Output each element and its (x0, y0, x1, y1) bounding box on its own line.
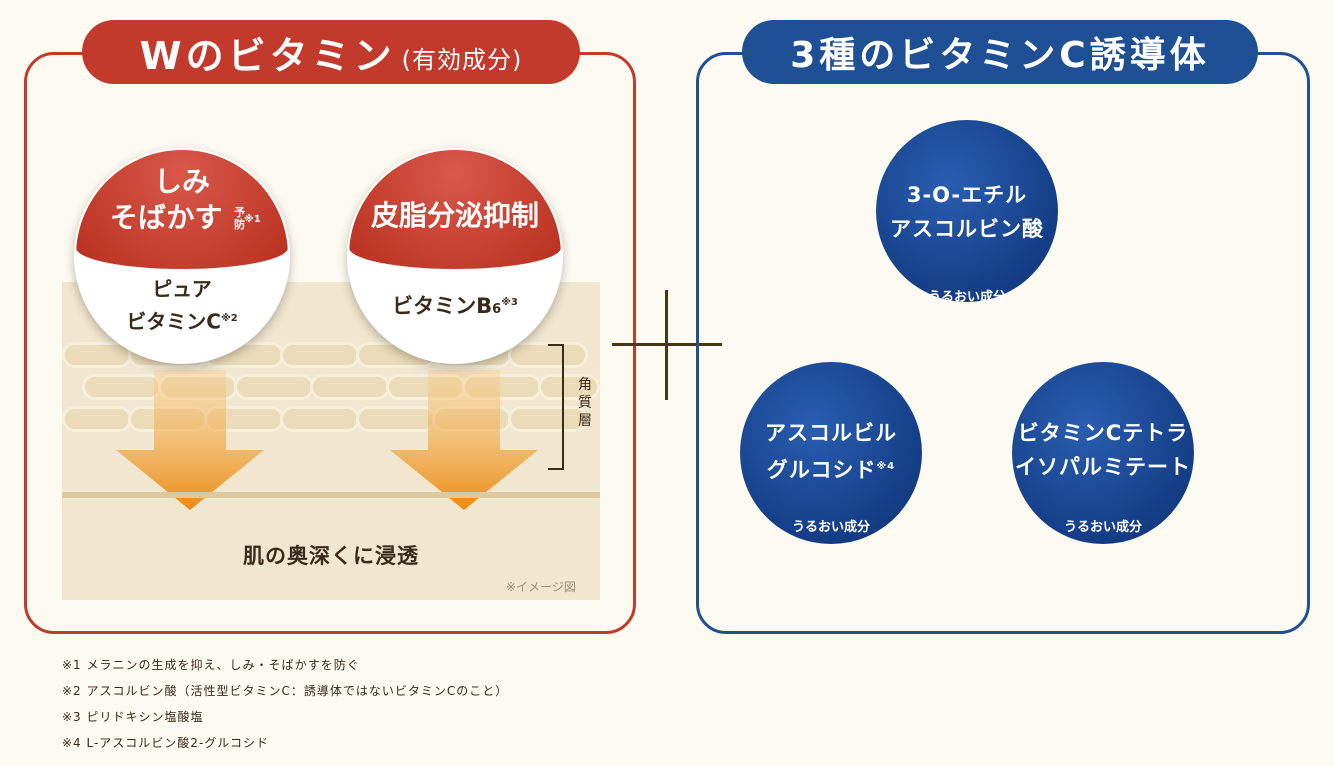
penetration-arrow-right (390, 370, 538, 510)
derivative-2-tag: うるおい成分 (791, 520, 870, 535)
penetration-arrow-left (116, 370, 264, 510)
vitamin-c-derivatives-title: 3種のビタミンC誘導体 (742, 20, 1258, 84)
penetrate-caption: 肌の奥深くに浸透 (243, 544, 419, 568)
skin-boundary-line (62, 492, 600, 498)
footnote-2: ※2 アスコルビン酸（活性型ビタミンC：誘導体ではないビタミンCのこと） (62, 684, 509, 698)
circle1-top-line2: そばかす (109, 201, 223, 234)
plus-sign-vertical (665, 290, 668, 400)
circle1-bottom-line1: ピュア (152, 277, 212, 301)
vitamin-w-title-sub: (有効成分) (401, 45, 523, 74)
vitamin-w-title-main: Wのビタミン (139, 33, 396, 78)
footnote-3: ※3 ピリドキシン塩酸塩 (62, 710, 204, 724)
circle1-top-line1: しみ (153, 165, 210, 198)
horny-layer-label: 角質層 (578, 377, 592, 429)
footnote-1: ※1 メラニンの生成を抑え、しみ・そばかすを防ぐ (62, 658, 360, 672)
horny-layer-bracket (548, 344, 564, 470)
derivative-2-line2: グルコシド (766, 458, 877, 482)
circle2-bottom-sub: 6 (492, 302, 502, 317)
derivative-circle-tetraisopalmitate: ビタミンCテトラ イソパルミテート うるおい成分 (1012, 362, 1194, 544)
circle2-bottom: ビタミンB (392, 294, 493, 318)
circle1-bottom-mark: ※2 (221, 313, 238, 324)
derivative-3-line1: ビタミンCテトラ (1017, 421, 1189, 445)
footnote-4: ※4 L-アスコルビン酸2-グルコシド (62, 736, 270, 750)
derivative-3-line2: イソパルミテート (1015, 455, 1191, 479)
circle-top-band (349, 150, 561, 269)
derivative-1-tag: うるおい成分 (927, 290, 1006, 305)
circle1-bottom-line2: ビタミンC (126, 309, 221, 334)
image-note: ※イメージ図 (506, 580, 576, 594)
derivative-3-tag: うるおい成分 (1063, 520, 1142, 535)
vitamin-w-title: Wのビタミン (有効成分) (82, 20, 580, 84)
circle-top-band (76, 150, 288, 269)
derivative-2-line1: アスコルビル (765, 421, 897, 445)
derivative-1-line1: 3-O-エチル (906, 183, 1028, 207)
spots-freckles-circle: しみ そばかす 予防 ※1 ピュア ビタミンC※2 (74, 148, 290, 364)
derivative-2-mark: ※4 (876, 461, 896, 472)
circle2-bottom-mark: ※3 (501, 297, 518, 308)
circle1-top-note: 予防 (234, 206, 246, 231)
derivative-circle-glucoside: アスコルビル グルコシド※4 うるおい成分 (740, 362, 922, 544)
circle2-top: 皮脂分泌抑制 (370, 199, 539, 232)
sebum-control-circle: 皮脂分泌抑制 ビタミンB6※3 (347, 148, 563, 364)
derivative-circle-ethyl: 3-O-エチル アスコルビン酸 うるおい成分 (876, 120, 1058, 305)
derivative-1-line2: アスコルビン酸 (890, 217, 1044, 241)
circle1-top-mark: ※1 (244, 214, 261, 225)
